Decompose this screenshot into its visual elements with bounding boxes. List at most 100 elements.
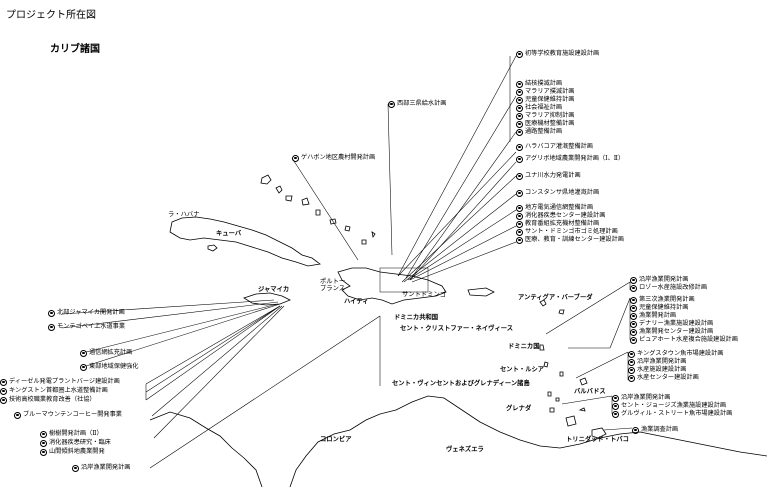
project-dr-group-0: 結核撲滅計画 [516, 80, 562, 88]
project-dr-group-1: マラリア撲滅計画 [516, 88, 575, 96]
label-barbados: バルバドス [574, 388, 606, 395]
project-marker-icon [630, 328, 637, 336]
project-dr-mid-2: ユナ川水力発電計画 [516, 172, 581, 180]
project-marker-icon [40, 430, 47, 438]
label-dominica: ドミニカ国 [508, 343, 540, 350]
project-jam-coffee: ブルーマウンテンコーヒー開発事業 [14, 411, 122, 419]
project-marker-icon [516, 120, 523, 128]
project-jam-coast: 沿岸漁業開発計画 [72, 464, 131, 472]
project-antigua-1: ロゾー水産施設改修計画 [630, 284, 707, 292]
project-stlucia-1: 沿岸漁業開発計画 [628, 358, 687, 366]
south-america-coast [149, 395, 767, 487]
project-dominica-0: 第三次漁業開発計画 [630, 296, 695, 304]
project-jam-east: 東部地域保健強化 [80, 363, 139, 371]
project-marker-icon [516, 96, 523, 104]
puerto-rico-island [467, 287, 495, 297]
label-venezuela: ヴェネズエラ [446, 446, 484, 453]
project-jam-group-0: ディーゼル発電プラントバージ建設計画 [0, 378, 120, 386]
project-dominica-4: 漁業開発センター建設計画 [630, 328, 713, 336]
project-dr-mid-3: コンスタンサ県地灌漑計画 [516, 189, 599, 197]
project-dominica-5: ピュアホート水産複合施設建設計画 [630, 336, 738, 344]
label-trinidad: トリニダッド・トバコ [566, 436, 629, 443]
project-stlucia-2: 水産施設建設計画 [628, 366, 687, 374]
project-marker-icon [628, 350, 635, 358]
project-marker-icon [516, 80, 523, 88]
label-cuba: キューバ [216, 230, 242, 237]
project-dr-low-4: 医療、教育・訓練センター建設計画 [516, 236, 624, 244]
project-cuba-west: 西部三県給水計画 [388, 100, 447, 108]
project-marker-icon [80, 363, 87, 371]
project-marker-icon [292, 154, 299, 162]
project-marker-icon [632, 426, 639, 434]
label-st-kitts: セント・クリストファー・ネイヴィース [400, 325, 514, 332]
label-haiti: ハイティ [344, 298, 369, 305]
project-dr-mid-1: アグリボ地域農業開発計画（Ⅰ、Ⅱ） [516, 155, 624, 163]
project-marker-icon [388, 100, 395, 108]
project-dominica-2: 漁業開発計画 [630, 312, 676, 320]
label-grenada: グレナダ [506, 405, 532, 412]
project-marker-icon [48, 309, 55, 317]
page-title: プロジェクト所在図 [6, 10, 96, 21]
project-marker-icon [516, 204, 523, 212]
project-marker-icon [516, 155, 523, 163]
label-havana: ラ・ハバナ [168, 211, 200, 218]
project-marker-icon [0, 378, 7, 386]
region-title: カリブ諸国 [50, 44, 100, 55]
project-grenada-2: グルヴィル・ストリート魚市場建設計画 [612, 410, 732, 418]
project-jam-telecom: 通信網拡充計画 [80, 349, 132, 357]
project-marker-icon [14, 411, 21, 419]
project-jam-group-1: キングストン首都圏上水道整備計画 [0, 387, 108, 395]
project-jam-low-1: 消化器疾患研究・臨床 [40, 439, 111, 447]
project-dr-group-5: 医療機材整備計画 [516, 120, 575, 128]
project-grenada-1: セント・ジョージズ漁業施設建設計画 [612, 402, 726, 410]
project-marker-icon [516, 104, 523, 112]
project-stlucia-0: キングスタウン魚市場建設計画 [628, 350, 723, 358]
project-marker-icon [48, 323, 55, 331]
label-jamaica: ジャマイカ [258, 286, 290, 293]
project-marker-icon [630, 312, 637, 320]
project-cuba-pinar: ゲハボン地区農村開発計画 [292, 154, 375, 162]
project-dr-low-0: 地方電気通信網整備計画 [516, 204, 593, 212]
project-marker-icon [72, 464, 79, 472]
project-jam-group-2: 技術高校職業教育改善（社協） [0, 396, 96, 404]
project-antigua-0: 沿岸漁業開発計画 [630, 276, 689, 284]
project-jam-north: 北部ジャマイカ開発計画 [48, 309, 125, 317]
project-dr-low-3: サント・ドミンゴ市ゴミ処理計画 [516, 228, 618, 236]
label-st-vincent: セント・ヴィンセントおよびグレナディーン諸島 [392, 380, 530, 387]
project-dr-low-2: 教育番組拡充機材整備計画 [516, 220, 599, 228]
project-marker-icon [516, 212, 523, 220]
cuba-island [169, 216, 321, 267]
project-jam-low-0: 樹樹開発計画（Ⅱ） [40, 430, 103, 438]
project-marker-icon [630, 284, 637, 292]
project-marker-icon [516, 172, 523, 180]
project-marker-icon [80, 349, 87, 357]
label-colombia: コロンビア [320, 436, 352, 443]
project-grenada-0: 沿岸漁業開発計画 [612, 394, 671, 402]
project-dr-group-4: マラリア抑制計画 [516, 112, 575, 120]
label-dominican-republic: ドミニカ共和国 [394, 314, 439, 321]
project-dr-group-3: 社会福祉計画 [516, 104, 562, 112]
project-jam-low-2: 山間傾斜地農業開発 [40, 448, 105, 456]
project-dr-top: 初等学校教育施設建設計画 [516, 50, 599, 58]
project-marker-icon [516, 88, 523, 96]
jamaica-island [243, 292, 291, 306]
project-dominica-3: デナリー漁業施設建設計画 [630, 320, 713, 328]
project-marker-icon [612, 402, 619, 410]
project-marker-icon [40, 448, 47, 456]
project-trinidad: 漁業調査計画 [632, 426, 678, 434]
project-marker-icon [630, 276, 637, 284]
project-marker-icon [516, 220, 523, 228]
label-st-lucia: セント・ルシア [500, 366, 545, 373]
project-marker-icon [516, 236, 523, 244]
project-dr-mid-0: ハラバコア灌漑整備計画 [516, 143, 593, 151]
project-dr-group-2: 児童保健維持計画 [516, 96, 575, 104]
project-marker-icon [630, 336, 637, 344]
project-dominica-1: 児童保健維持計画 [630, 304, 689, 312]
project-marker-icon [630, 320, 637, 328]
project-marker-icon [628, 358, 635, 366]
project-marker-icon [40, 439, 47, 447]
project-marker-icon [516, 228, 523, 236]
project-marker-icon [516, 189, 523, 197]
project-dr-group-6: 通路整備計画 [516, 128, 562, 136]
